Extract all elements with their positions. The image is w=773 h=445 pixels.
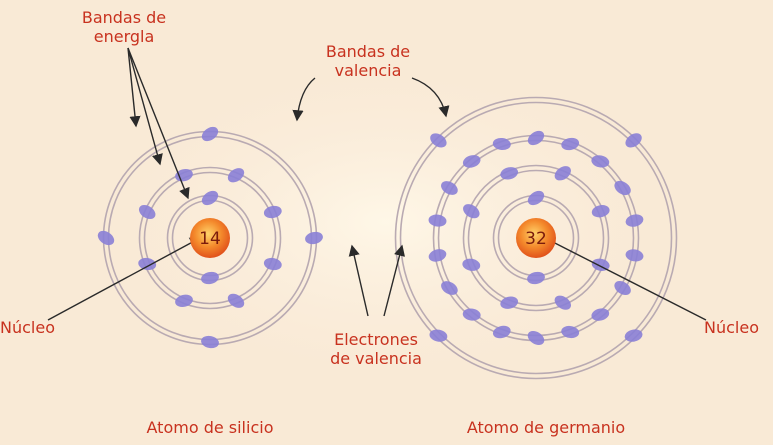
- electron-germanium-shell-3-3: [591, 155, 610, 168]
- atomic-number-silicon: 14: [199, 229, 221, 249]
- electron-silicon-shell-1-1: [201, 190, 219, 206]
- electron-germanium-shell-2-7: [463, 204, 480, 219]
- energy-bands-label-line-2: energla: [93, 27, 155, 46]
- electron-germanium-shell-3-15: [428, 214, 447, 227]
- electron-germanium-shell-3-9: [561, 325, 580, 339]
- electron-silicon-shell-2-5: [175, 294, 193, 307]
- electron-silicon-shell-2-1: [227, 168, 245, 183]
- atom-silicon: [97, 126, 323, 349]
- valence-electrons-label-line-2: de valencia: [330, 349, 422, 368]
- electron-silicon-shell-3-4: [97, 230, 115, 246]
- electron-germanium-shell-3-5: [625, 214, 644, 227]
- electron-germanium-shell-3-16: [441, 181, 458, 195]
- orbit-ring-silicon-shell-2-outer: [138, 166, 282, 310]
- nucleus-silicon: 14: [190, 218, 230, 258]
- electron-germanium-shell-3-8: [591, 308, 610, 321]
- electron-germanium-shell-1-2: [527, 271, 545, 285]
- electron-germanium-shell-4-2: [624, 329, 643, 342]
- orbit-ring-germanium-shell-4-outer: [394, 96, 678, 380]
- electron-germanium-shell-3-4: [614, 180, 631, 196]
- caption-germanium: Atomo de germanio: [466, 418, 626, 437]
- valence-bands-label-line-2: valencia: [334, 61, 402, 80]
- atom-germanium: [394, 96, 678, 380]
- electron-silicon-shell-3-3: [201, 335, 219, 349]
- valence-electron-arrow-right: [383, 244, 405, 317]
- electron-germanium-shell-4-1: [625, 133, 642, 148]
- electron-silicon-shell-2-7: [138, 204, 156, 220]
- valence-band-arrow-left: [292, 77, 316, 122]
- electron-silicon-shell-2-6: [138, 257, 157, 271]
- electron-silicon-shell-2-2: [263, 205, 282, 219]
- electron-germanium-shell-4-4: [430, 133, 447, 148]
- nucleus-right-arrow: [543, 237, 707, 321]
- electron-silicon-shell-2-4: [227, 293, 245, 308]
- caption-silicon: Atomo de silicio: [146, 418, 274, 437]
- electron-germanium-shell-2-5: [500, 296, 519, 309]
- valence-electrons-label-line-1: Electrones: [334, 330, 418, 349]
- nucleus-label-left: Núcleo: [0, 318, 55, 337]
- electron-germanium-shell-3-18: [492, 137, 511, 151]
- electron-germanium-shell-3-14: [428, 249, 447, 262]
- electron-germanium-shell-3-1: [527, 130, 545, 146]
- nucleus-label-right: Núcleo: [704, 318, 759, 337]
- nucleus-germanium: 32: [516, 218, 556, 258]
- electron-silicon-shell-2-3: [263, 257, 282, 271]
- valence-electron-arrow-left: [348, 244, 369, 317]
- electron-silicon-shell-3-1: [201, 126, 219, 142]
- energy-band-arrow-inner: [127, 47, 190, 200]
- energy-bands-label: Bandas de energla: [64, 8, 184, 46]
- orbit-ring-germanium-shell-4-inner: [399, 101, 673, 375]
- orbit-ring-silicon-shell-2-inner: [143, 171, 277, 305]
- energy-band-arrow-middle: [127, 47, 163, 166]
- nucleus-left-arrow: [47, 237, 202, 321]
- atomic-number-germanium: 32: [525, 229, 547, 249]
- electron-germanium-shell-2-1: [554, 166, 571, 181]
- electron-germanium-shell-3-13: [441, 281, 458, 295]
- valence-bands-label-line-1: Bandas de: [325, 42, 411, 61]
- orbit-ring-germanium-shell-2-inner: [467, 169, 605, 307]
- electron-germanium-shell-3-10: [527, 331, 545, 345]
- electron-germanium-shell-3-12: [462, 308, 481, 321]
- electron-germanium-shell-3-6: [625, 249, 644, 262]
- energy-bands-label-line-1: Bandas de: [81, 8, 167, 27]
- electron-germanium-shell-3-7: [614, 280, 631, 296]
- electron-germanium-shell-2-2: [591, 205, 610, 218]
- electron-germanium-shell-3-11: [492, 325, 511, 339]
- electron-germanium-shell-1-1: [527, 190, 545, 206]
- electron-germanium-shell-3-17: [462, 155, 481, 168]
- energy-band-arrow-outer: [127, 47, 141, 128]
- electron-silicon-shell-1-2: [201, 271, 219, 285]
- electron-germanium-shell-2-6: [462, 258, 481, 271]
- pointer-lines: [47, 47, 707, 321]
- valence-bands-label: Bandas de valencia: [308, 42, 428, 80]
- electron-silicon-shell-3-2: [305, 231, 323, 245]
- electron-germanium-shell-2-8: [500, 167, 519, 180]
- valence-electrons-label: Electrones de valencia: [316, 330, 436, 368]
- orbit-ring-germanium-shell-2-outer: [462, 164, 610, 312]
- valence-band-arrow-right: [411, 77, 450, 118]
- electron-germanium-shell-2-4: [554, 295, 571, 310]
- electron-germanium-shell-4-3: [429, 329, 448, 342]
- electron-germanium-shell-3-2: [561, 137, 580, 151]
